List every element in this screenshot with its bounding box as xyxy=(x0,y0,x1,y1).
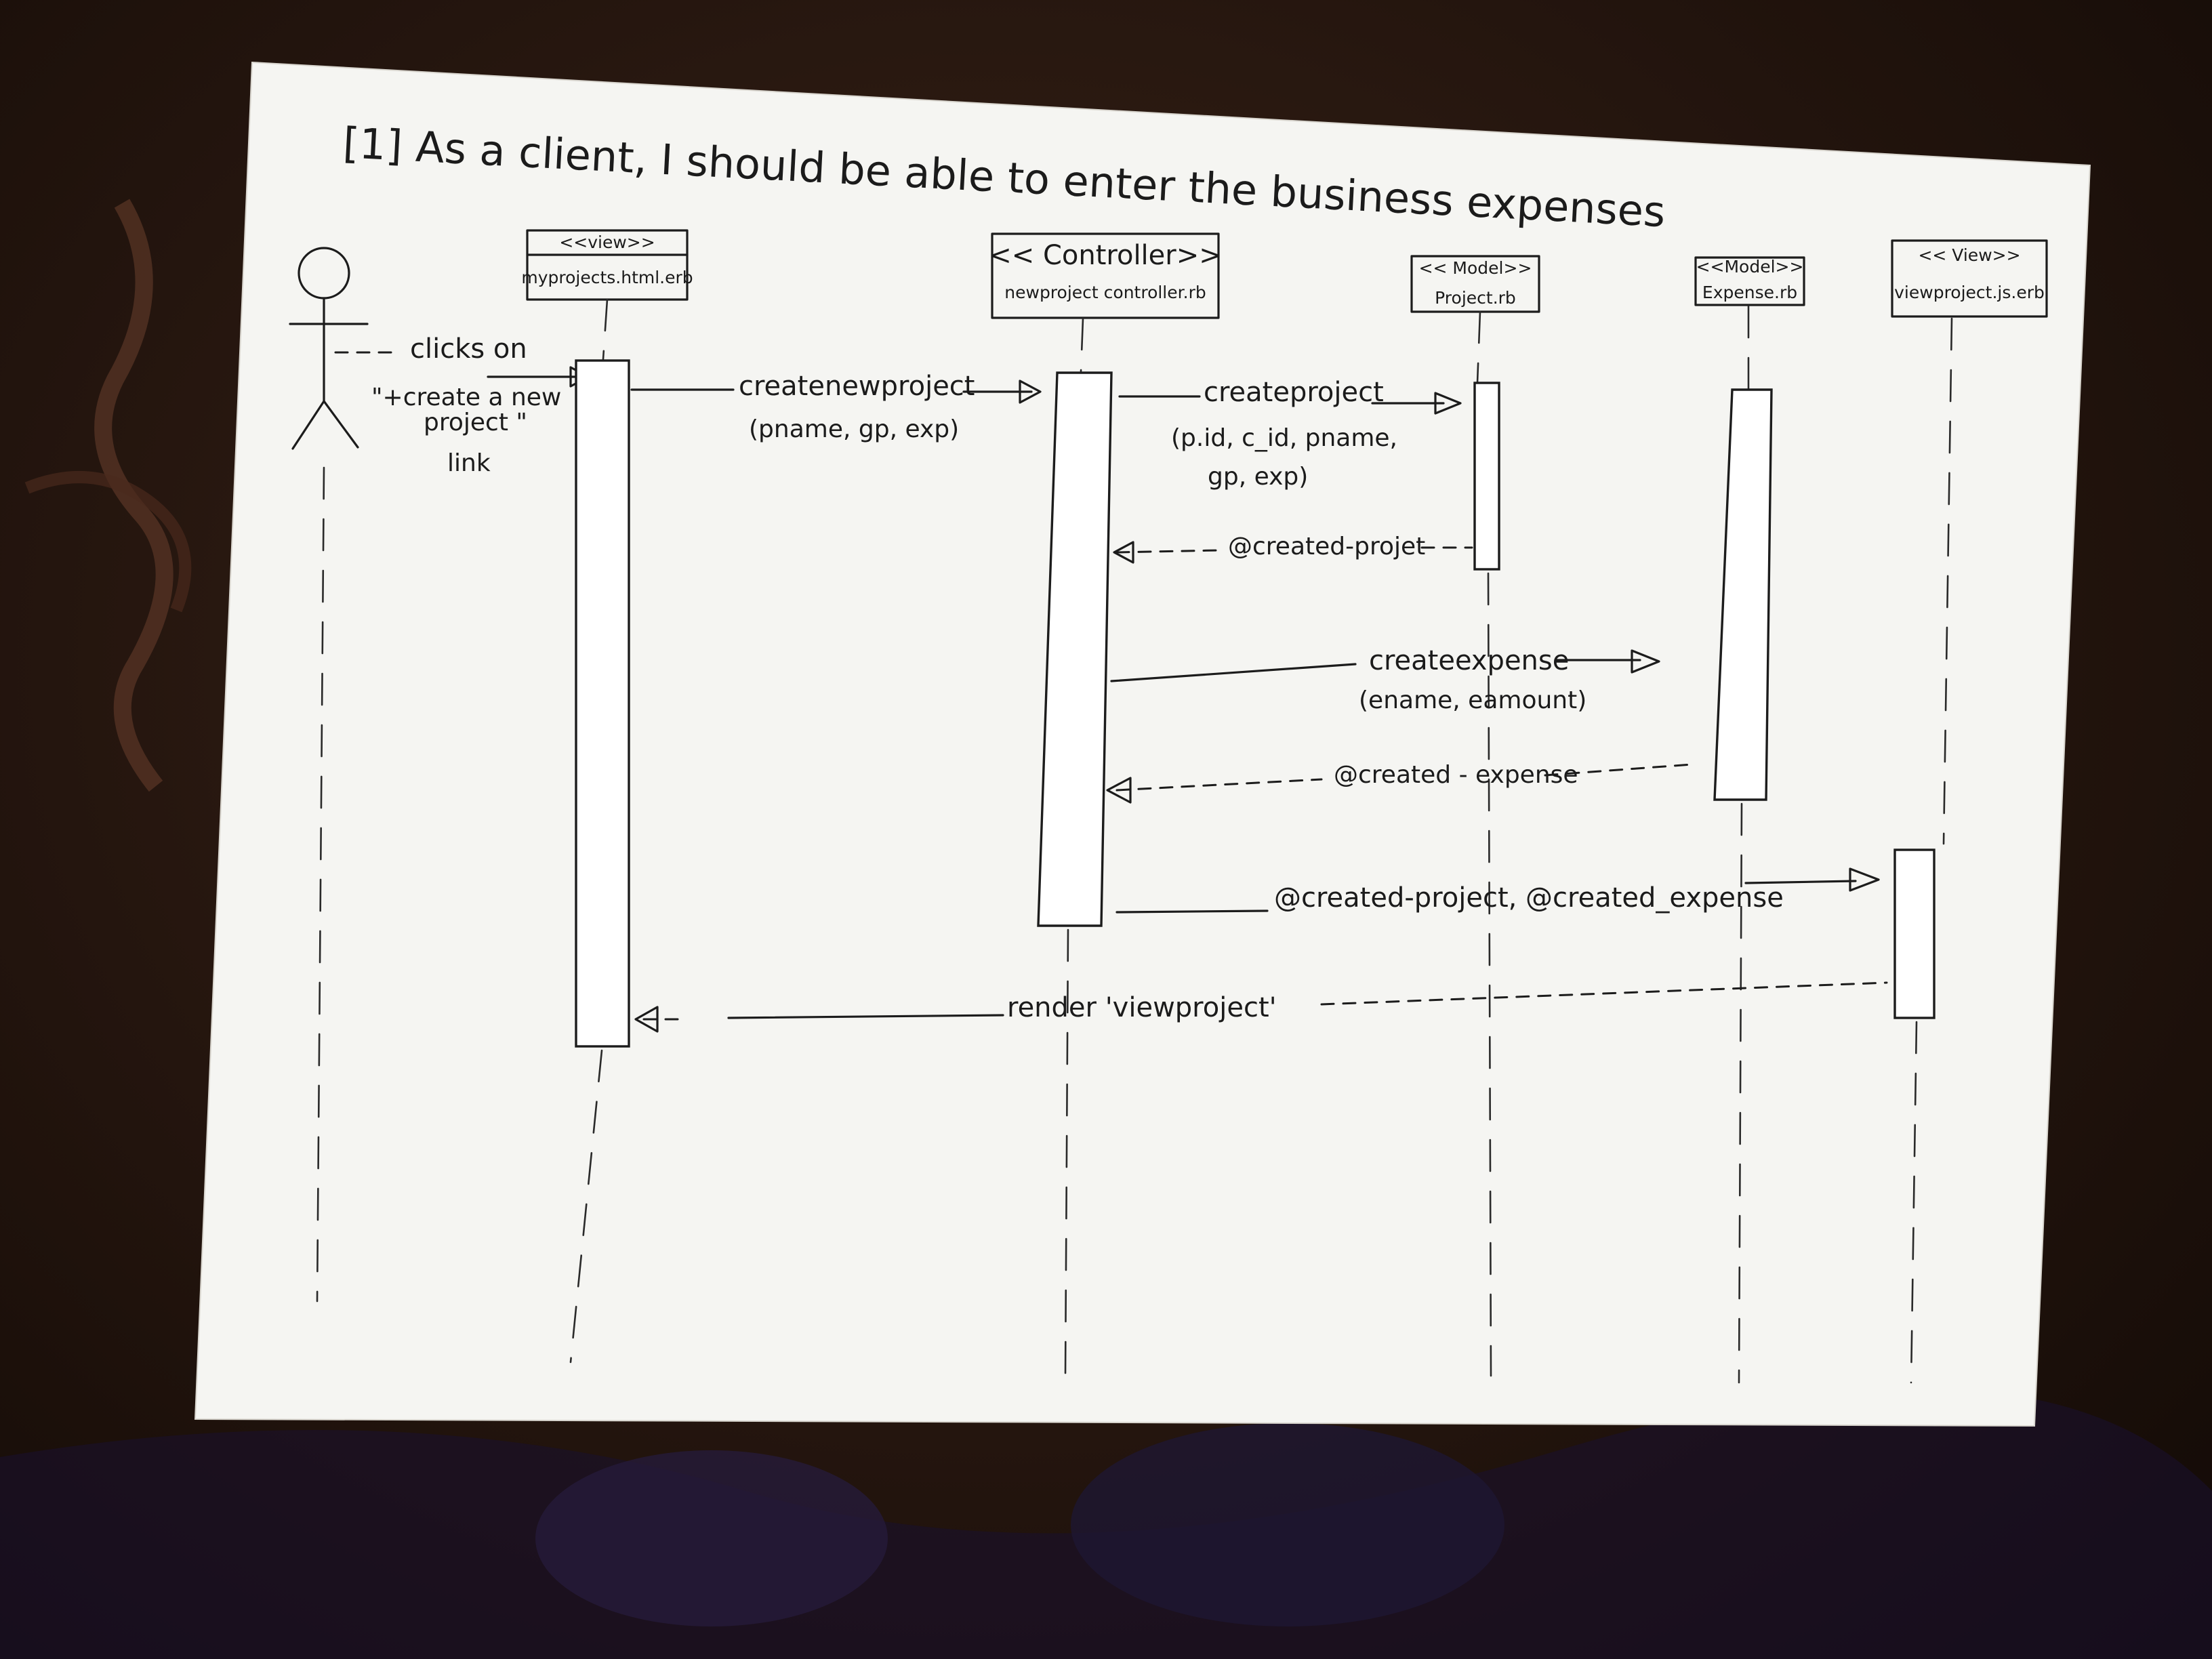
table-background xyxy=(0,199,2212,1659)
participant-newproject-controller: << Controller>> newproject controller.rb xyxy=(989,232,1222,1377)
actor-click-note: clicks on "+create a new project " link xyxy=(334,333,590,477)
message-created-expense-return: @created - expense xyxy=(1106,761,1693,804)
message-createexpense: createexpense (ename, eamount) xyxy=(1110,645,1660,714)
message-args: (ename, eamount) xyxy=(1359,687,1586,714)
actor-note-line2: "+create a new xyxy=(371,384,561,411)
actor-note-line3: project " xyxy=(424,409,527,436)
message-label: @created-project, @created_expense xyxy=(1274,882,1784,914)
participant-stereotype: <<view>> xyxy=(559,232,655,252)
message-render-viewproject: render 'viewproject' xyxy=(634,981,1888,1033)
message-label: createproject xyxy=(1204,377,1384,408)
message-createnewproject: createnewproject (pname, gp, exp) xyxy=(630,371,1042,443)
participant-name: Project.rb xyxy=(1435,288,1516,308)
participant-name: Expense.rb xyxy=(1702,283,1797,302)
actor-stick-figure xyxy=(289,247,369,1303)
participant-stereotype: << Model>> xyxy=(1419,258,1532,278)
actor-note-line4: link xyxy=(447,449,491,477)
participant-expense-model: <<Model>> Expense.rb xyxy=(1694,256,1805,1384)
message-label: render 'viewproject' xyxy=(1007,992,1277,1023)
participant-name: viewproject.js.erb xyxy=(1894,283,2045,302)
participant-name: newproject controller.rb xyxy=(1004,283,1206,302)
message-label: createexpense xyxy=(1369,645,1569,676)
participant-project-model: << Model>> Project.rb xyxy=(1410,255,1540,1377)
paper-sheet xyxy=(194,61,2091,1427)
message-label: @created - expense xyxy=(1334,761,1578,789)
message-args: (pname, gp, exp) xyxy=(749,415,959,443)
participant-name: myprojects.html.erb xyxy=(521,268,693,287)
participant-stereotype: <<Model>> xyxy=(1696,257,1804,276)
message-args-line1: (p.id, c_id, pname, xyxy=(1171,424,1397,452)
message-label: @created-projet xyxy=(1228,533,1425,560)
participant-stereotype: << Controller>> xyxy=(989,240,1222,271)
message-created-project-return: @created-projet xyxy=(1113,533,1473,564)
participant-myprojects-view: <<view>> myprojects.html.erb xyxy=(521,229,693,1364)
actor-note-line1: clicks on xyxy=(410,333,527,365)
participant-stereotype: << View>> xyxy=(1918,245,2020,265)
message-args-line2: gp, exp) xyxy=(1208,463,1308,491)
message-label: createnewproject xyxy=(739,371,975,402)
message-createproject: createproject (p.id, c_id, pname, gp, ex… xyxy=(1118,377,1462,491)
participant-viewproject-view: << View>> viewproject.js.erb xyxy=(1891,239,2048,1384)
message-created-project-expense: @created-project, @created_expense xyxy=(1115,867,1880,914)
